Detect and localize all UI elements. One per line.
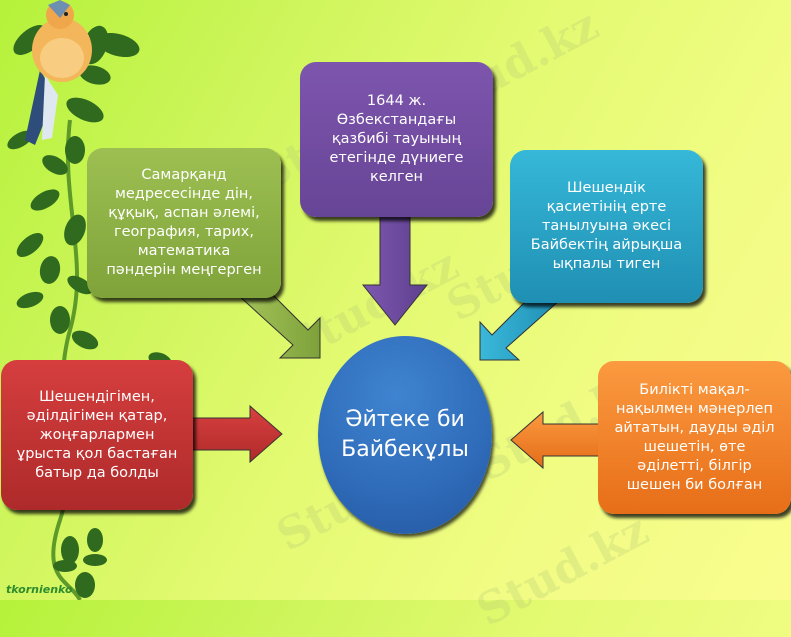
arrow-left-icon [510, 410, 603, 470]
center-node: Әйтеке би Байбекұлы [318, 336, 492, 534]
node-text: Самарқанд медресесінде дін, құқық, аспан… [106, 167, 262, 278]
node-text: 1644 ж. Өзбекстандағы қазбибі тауының ет… [329, 93, 464, 185]
center-title-line1: Әйтеке би [345, 407, 465, 432]
node-text: Шешендігімен, әділдігімен қатар, жоңғарл… [16, 388, 178, 481]
arrow-down-icon [361, 215, 429, 326]
watermark: Stud.kz [468, 504, 657, 637]
center-title-line2: Байбекұлы [341, 437, 469, 462]
vine-bird-decoration [7, 0, 172, 600]
arrow-diagonal-down-left-icon [479, 300, 561, 361]
node-education: Самарқанд медресесінде дін, құқық, аспан… [87, 148, 281, 298]
node-text: Билікті мақал- нақылмен мәнерлеп айтатын… [614, 381, 775, 493]
arrow-diagonal-down-right-icon [238, 295, 321, 359]
node-text: Шешендік қасиетінің ерте танылуына әкесі… [530, 180, 683, 272]
node-birth: 1644 ж. Өзбекстандағы қазбибі тауының ет… [300, 62, 493, 217]
node-father-influence: Шешендік қасиетінің ерте танылуына әкесі… [510, 150, 703, 303]
node-orator: Билікті мақал- нақылмен мәнерлеп айтатын… [598, 361, 791, 514]
arrow-right-icon [190, 404, 283, 464]
node-warrior: Шешендігімен, әділдігімен қатар, жоңғарл… [1, 360, 193, 510]
author-credit: tkornienko [6, 583, 73, 596]
